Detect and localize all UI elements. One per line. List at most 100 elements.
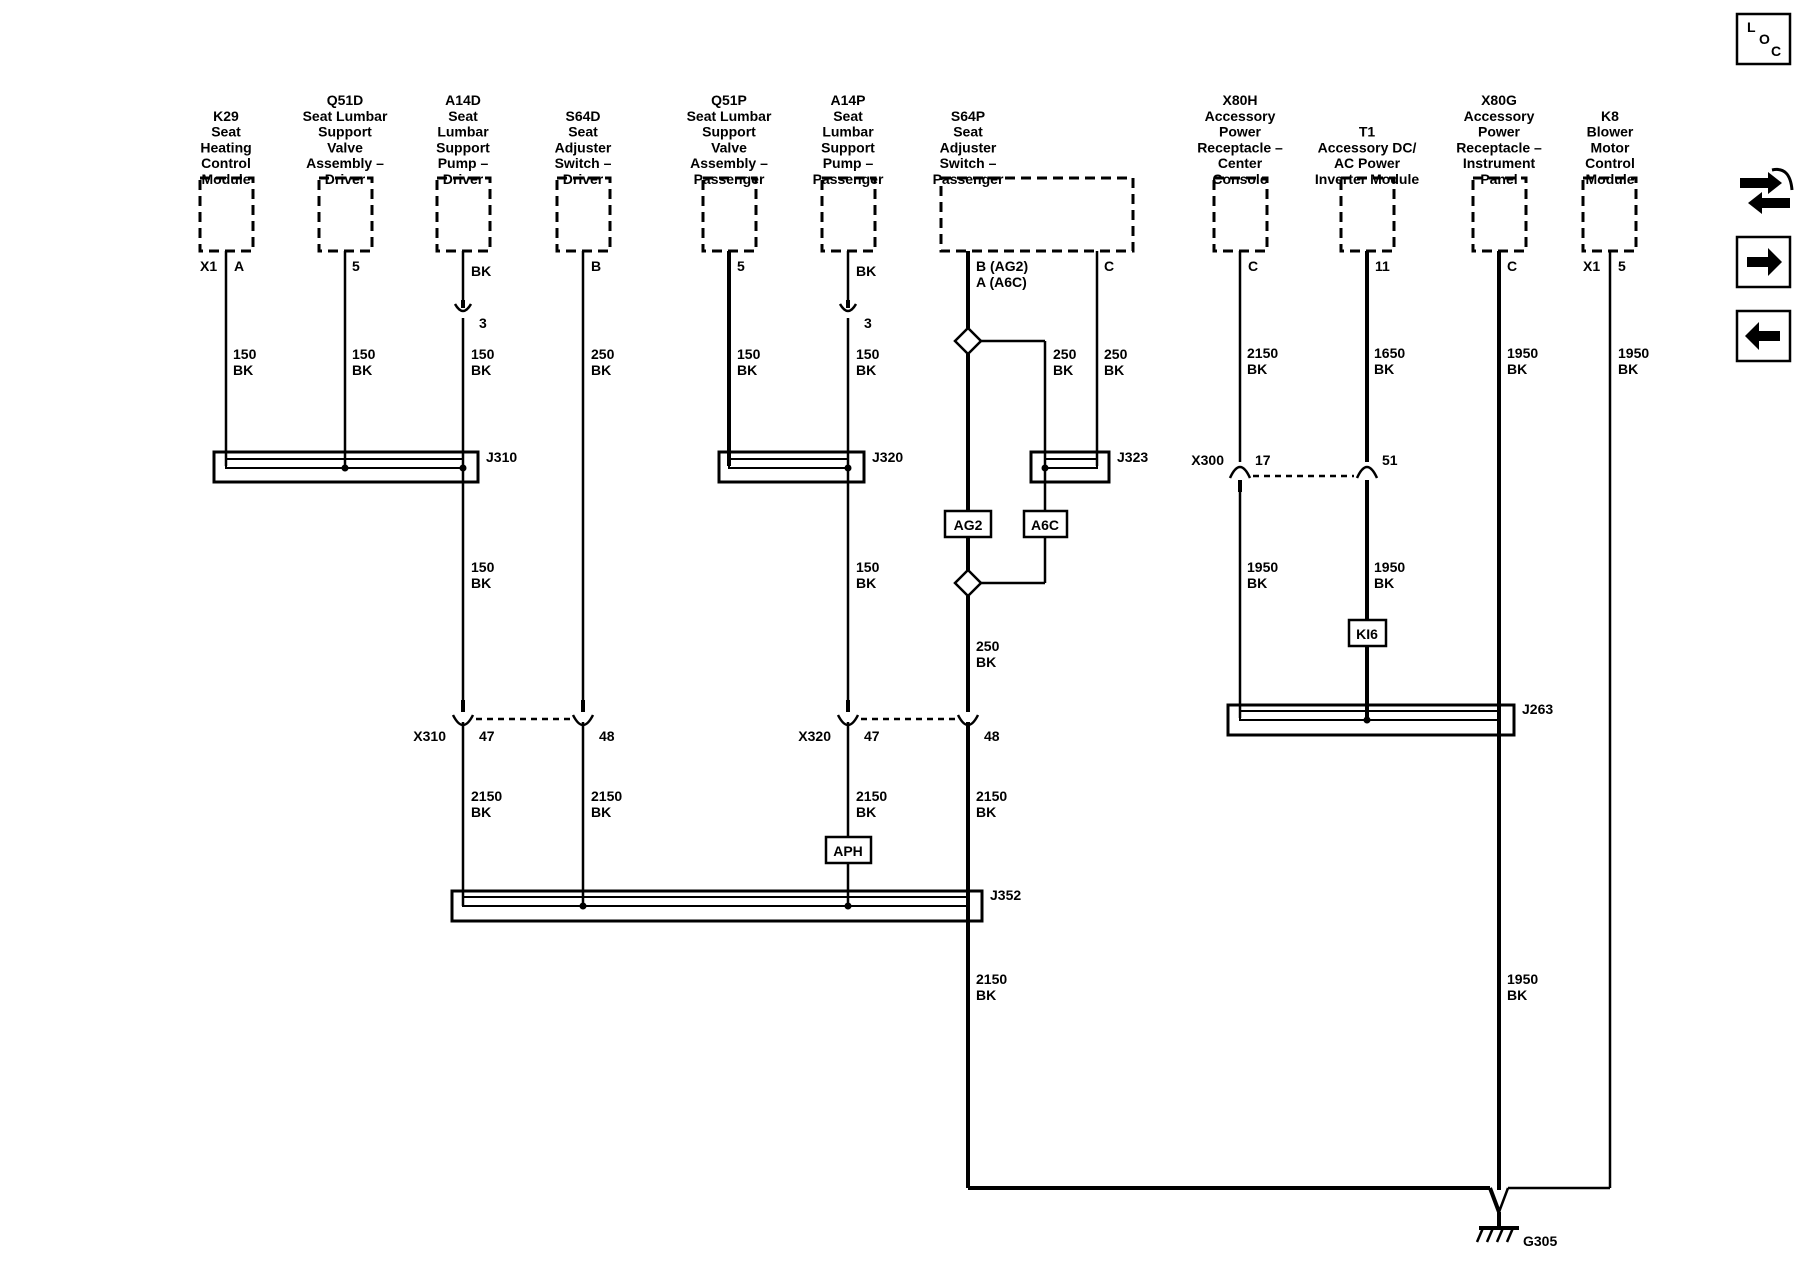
svg-text:2150: 2150 (1247, 345, 1278, 361)
svg-text:BK: BK (352, 362, 372, 378)
component-desc-line: Valve (327, 139, 363, 155)
svg-text:150: 150 (471, 346, 495, 362)
component-desc-line: Module (202, 171, 251, 187)
component-desc-line: Power (1219, 124, 1262, 140)
component-id-k29: K29 (213, 108, 239, 124)
component-id-a14d: A14D (445, 92, 481, 108)
x310-pin-47: 47 (479, 728, 495, 744)
component-desc-line: Control (201, 155, 251, 171)
component-desc-line: Pump – (823, 155, 874, 171)
x80g-module (1471, 176, 1528, 253)
s64p-module (939, 176, 1135, 253)
arrow-right-icon (1747, 248, 1782, 276)
loc-l-glyph: L (1747, 19, 1756, 35)
splice-j263 (1226, 703, 1516, 737)
next-page-button[interactable] (1735, 235, 1792, 289)
component-desc-line: Support (702, 124, 756, 140)
s64d-module (555, 176, 612, 253)
a14p-pin-label: BK (856, 263, 876, 279)
connector-x310: X310 (413, 728, 446, 744)
svg-text:BK: BK (856, 575, 876, 591)
svg-text:1950: 1950 (1618, 345, 1649, 361)
component-desc-line: Driver (563, 171, 604, 187)
component-desc-line: Instrument (1463, 155, 1536, 171)
svg-text:150: 150 (233, 346, 257, 362)
component-desc-line: Support (436, 139, 490, 155)
component-desc-line: Driver (325, 171, 366, 187)
component-desc-line: Motor (1591, 139, 1630, 155)
splice-labels: J310 J320 J323 J352 J263 (486, 449, 1553, 903)
svg-text:BK: BK (1104, 362, 1124, 378)
splice-j263-label: J263 (1522, 701, 1553, 717)
svg-text:250: 250 (976, 638, 1000, 654)
q51d-pin-label: 5 (352, 258, 360, 274)
component-desc-line: Heating (200, 139, 251, 155)
component-desc-line: Seat (568, 124, 598, 140)
t1-module (1339, 176, 1396, 253)
s64p-pin-c-label: C (1104, 258, 1114, 274)
component-desc-line: Seat (833, 108, 863, 124)
option-diamonds (953, 326, 983, 598)
option-ag2: AG2 (954, 517, 983, 533)
x300-pin-17: 17 (1255, 452, 1271, 468)
x310-pin-48: 48 (599, 728, 615, 744)
arrow-left-icon (1745, 322, 1780, 350)
a14d-inline-pin: 3 (479, 315, 487, 331)
splice-j323 (1029, 450, 1111, 484)
svg-text:250: 250 (1104, 346, 1128, 362)
component-desc-line: Control (1585, 155, 1635, 171)
option-ki6: KI6 (1356, 626, 1378, 642)
svg-text:BK: BK (471, 804, 491, 820)
svg-text:BK: BK (976, 654, 996, 670)
component-desc-line: Inverter Module (1315, 171, 1419, 187)
component-desc-line: Passenger (694, 171, 765, 187)
s64p-pin-a-label: A (A6C) (976, 274, 1027, 290)
component-desc-line: Adjuster (940, 139, 997, 155)
k29-connector-label: X1 (200, 258, 217, 274)
k29-module (198, 176, 255, 253)
component-desc-line: Lumbar (822, 124, 874, 140)
option-boxes: AG2 A6C APH KI6 (824, 509, 1388, 865)
splice-j352 (450, 889, 984, 923)
plug-connector-icon (1740, 167, 1794, 214)
option-aph: APH (833, 843, 863, 859)
svg-text:BK: BK (233, 362, 253, 378)
component-boxes (198, 176, 1638, 253)
component-id-s64p: S64P (951, 108, 985, 124)
component-desc-line: Seat (953, 124, 983, 140)
connector-view-button[interactable] (1740, 167, 1794, 214)
component-id-x80h: X80H (1222, 92, 1257, 108)
previous-page-button[interactable] (1735, 309, 1792, 363)
component-desc-line: Receptacle – (1197, 139, 1283, 155)
component-desc-line: Valve (711, 139, 747, 155)
connector-x300: X300 (1191, 452, 1224, 468)
svg-text:BK: BK (976, 987, 996, 1003)
svg-text:150: 150 (856, 559, 880, 575)
svg-text:BK: BK (976, 804, 996, 820)
svg-text:BK: BK (856, 804, 876, 820)
svg-text:2150: 2150 (856, 788, 887, 804)
component-id-x80g: X80G (1481, 92, 1517, 108)
component-desc-line: Pump – (438, 155, 489, 171)
q51d-module (317, 176, 374, 253)
a14p-module (820, 176, 877, 253)
svg-text:250: 250 (1053, 346, 1077, 362)
location-view-button[interactable]: L O C (1735, 12, 1792, 66)
svg-text:1950: 1950 (1374, 559, 1405, 575)
option-a6c: A6C (1031, 517, 1059, 533)
svg-text:BK: BK (1247, 575, 1267, 591)
component-desc-line: Switch – (555, 155, 612, 171)
a14d-pin-label: BK (471, 263, 491, 279)
x320-pin-47: 47 (864, 728, 880, 744)
splice-j310 (212, 450, 480, 484)
